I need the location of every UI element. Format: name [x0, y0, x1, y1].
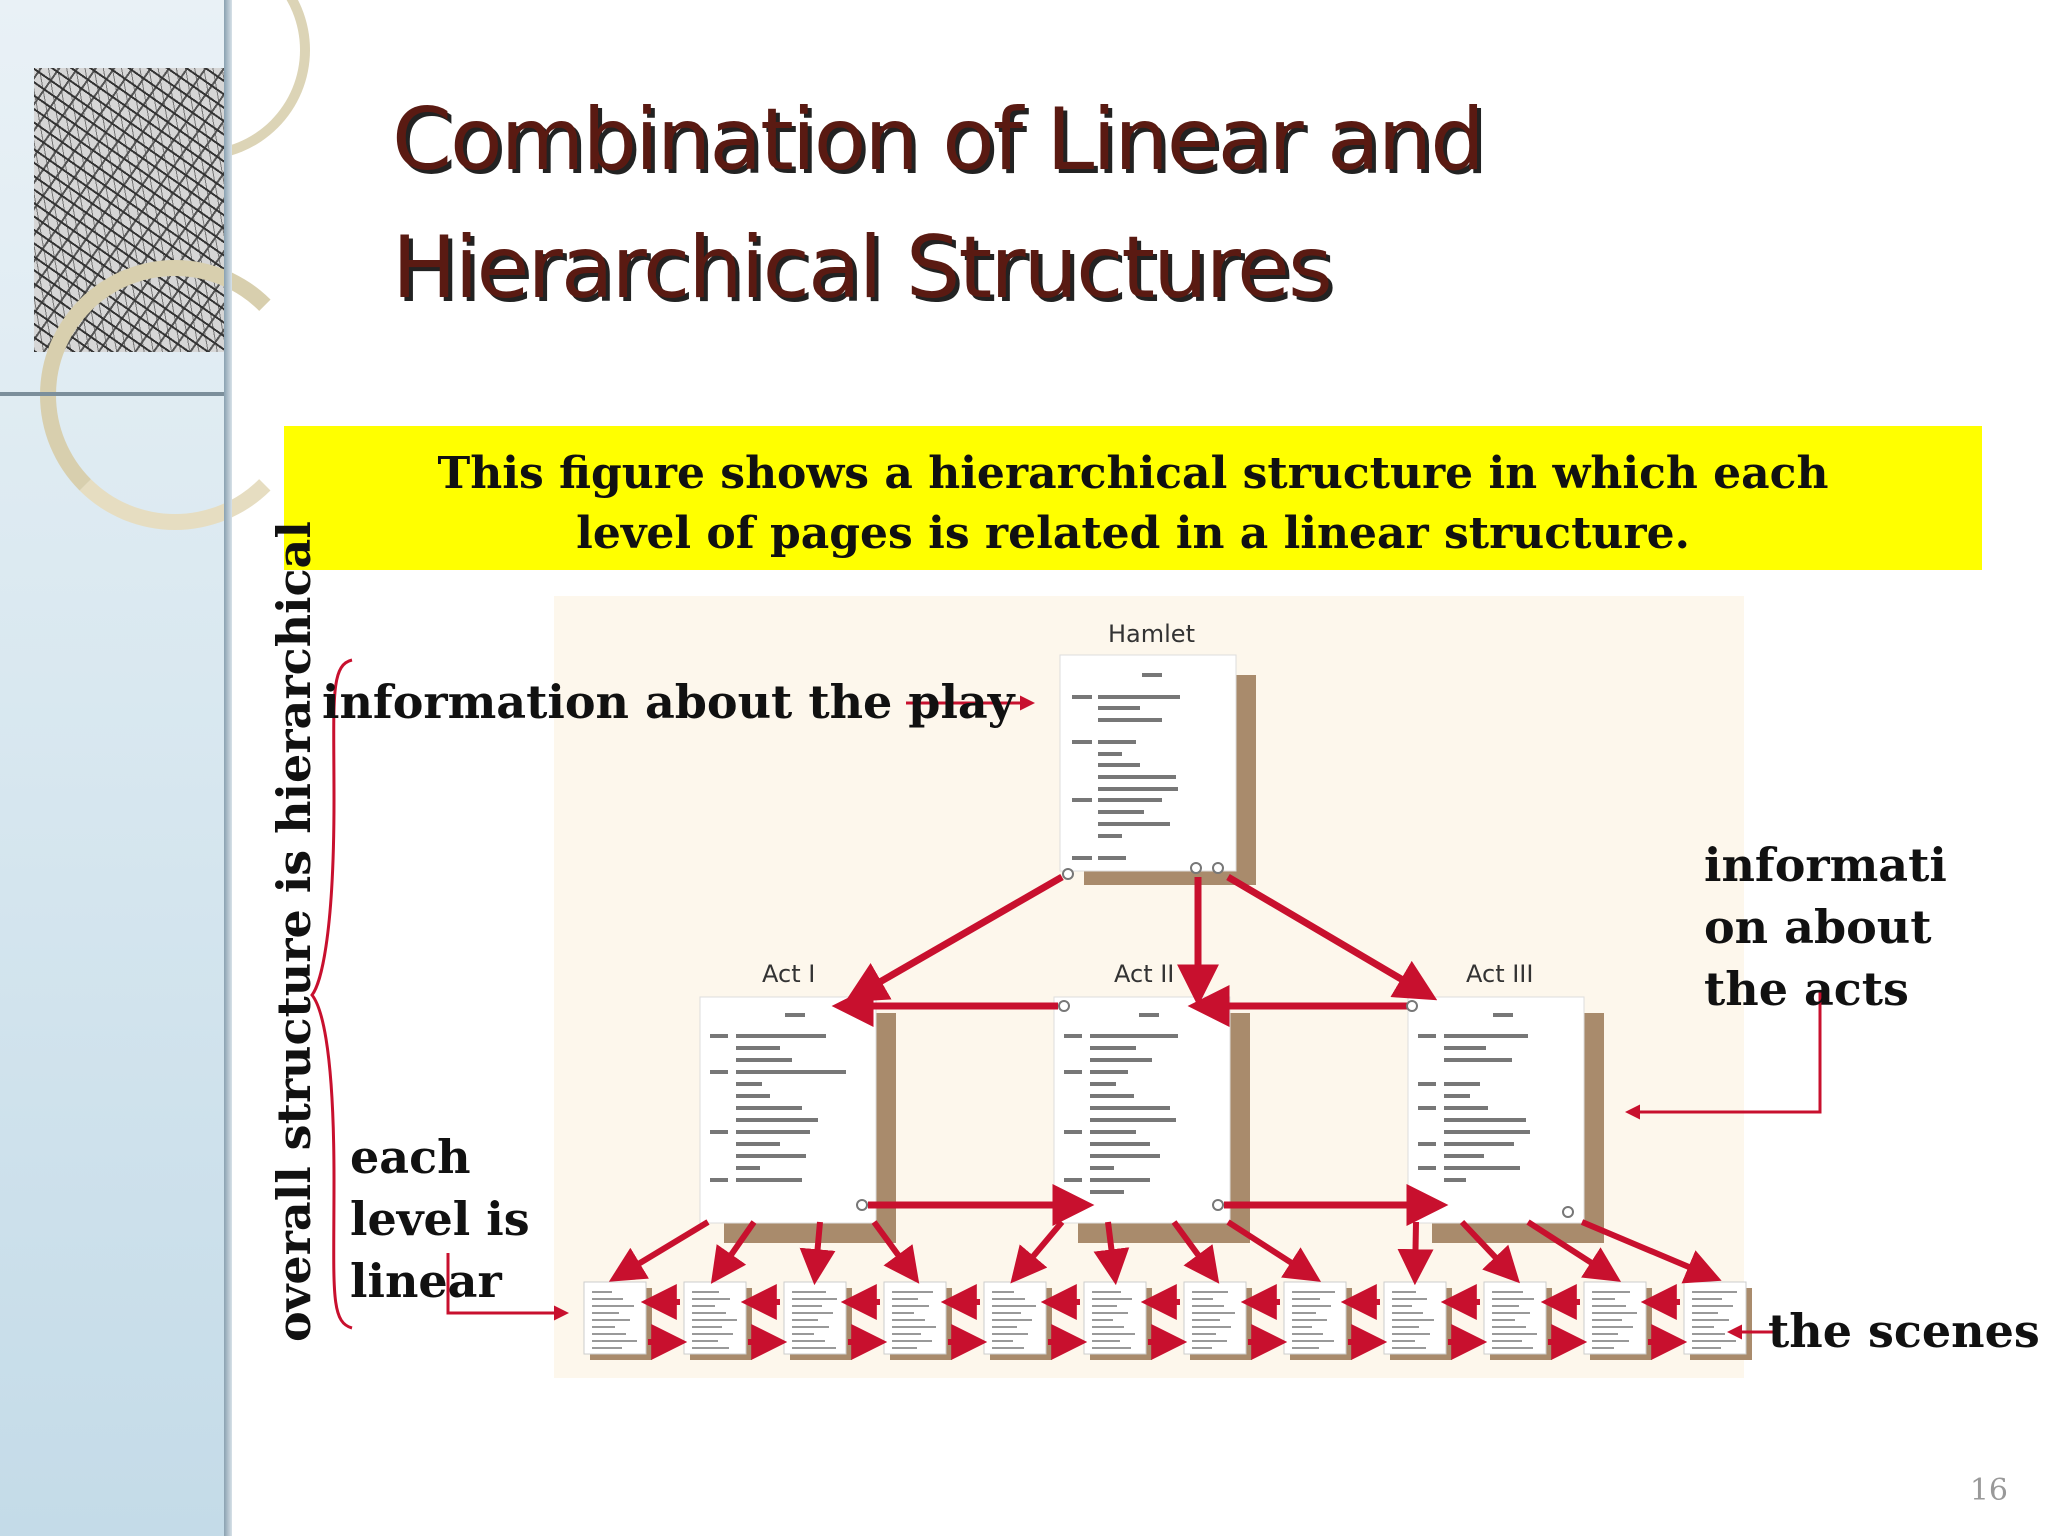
sidebar-edge	[224, 0, 232, 1536]
act-to-scene-arrow	[1526, 1219, 1622, 1282]
root-page	[1059, 654, 1256, 885]
scene-arrows	[608, 1219, 1722, 1360]
act-to-scene-arrow	[608, 1219, 710, 1282]
slide-title: Combination of Linear and Hierarchical S…	[392, 76, 1692, 332]
act-to-scene-arrow	[1093, 1221, 1130, 1286]
title-line-2: Hierarchical Structures	[392, 218, 1333, 318]
label-acts-line-1: informati	[1704, 838, 1947, 892]
title-line-1: Combination of Linear and	[392, 90, 1485, 190]
label-each-line-3: linear	[350, 1254, 502, 1308]
act-to-scene-arrow	[710, 1220, 757, 1284]
act-to-scene-arrow	[1010, 1220, 1065, 1284]
scene-page	[1583, 1281, 1652, 1360]
label-acts-line-2: on about	[1704, 900, 1932, 954]
act-label-2: Act II	[1114, 960, 1174, 988]
label-overall-structure: overall structure is hierarchical	[267, 521, 321, 1342]
label-each-level: each level is linear	[350, 1126, 530, 1312]
act-to-scene-arrow	[1580, 1219, 1722, 1284]
scene-page	[1383, 1281, 1452, 1360]
label-each-line-2: level is	[350, 1192, 530, 1246]
act-to-scene-arrow	[1459, 1219, 1520, 1284]
scene-page	[1683, 1281, 1752, 1360]
scene-page	[1083, 1281, 1152, 1360]
label-play-info: information about the play	[322, 675, 1015, 729]
scene-page	[1183, 1281, 1252, 1360]
label-acts-line-3: the acts	[1704, 962, 1909, 1016]
sidebar-divider	[0, 392, 232, 396]
act-page-3	[1407, 996, 1604, 1243]
act-to-scene-arrow	[871, 1220, 920, 1284]
label-each-line-1: each	[350, 1130, 471, 1184]
act-to-scene-arrow	[1397, 1221, 1434, 1286]
caption-banner: This figure shows a hierarchical structu…	[284, 426, 1982, 570]
label-acts-info: informati on about the acts	[1704, 834, 1947, 1020]
act-label-1: Act I	[762, 960, 815, 988]
hierarchy-arrows	[831, 873, 1449, 1226]
scene-page	[1483, 1281, 1552, 1360]
label-scenes: the scenes	[1768, 1304, 2040, 1358]
annotation-arrows	[310, 658, 1822, 1340]
scene-page	[583, 1281, 652, 1360]
scene-page	[983, 1281, 1052, 1360]
scene-page	[883, 1281, 952, 1360]
act-page-text-lines	[710, 1013, 1530, 1194]
link-dots	[856, 862, 1574, 1218]
scene-page	[683, 1281, 752, 1360]
act-to-scene-arrow	[1171, 1220, 1220, 1284]
root-label: Hamlet	[1108, 620, 1195, 648]
page-number: 16	[1969, 1473, 2008, 1508]
act-to-scene-arrow	[1226, 1219, 1322, 1282]
act-label-3: Act III	[1466, 960, 1533, 988]
scene-page	[1283, 1281, 1352, 1360]
scene-page	[783, 1281, 852, 1360]
act-to-scene-arrow	[799, 1221, 836, 1286]
